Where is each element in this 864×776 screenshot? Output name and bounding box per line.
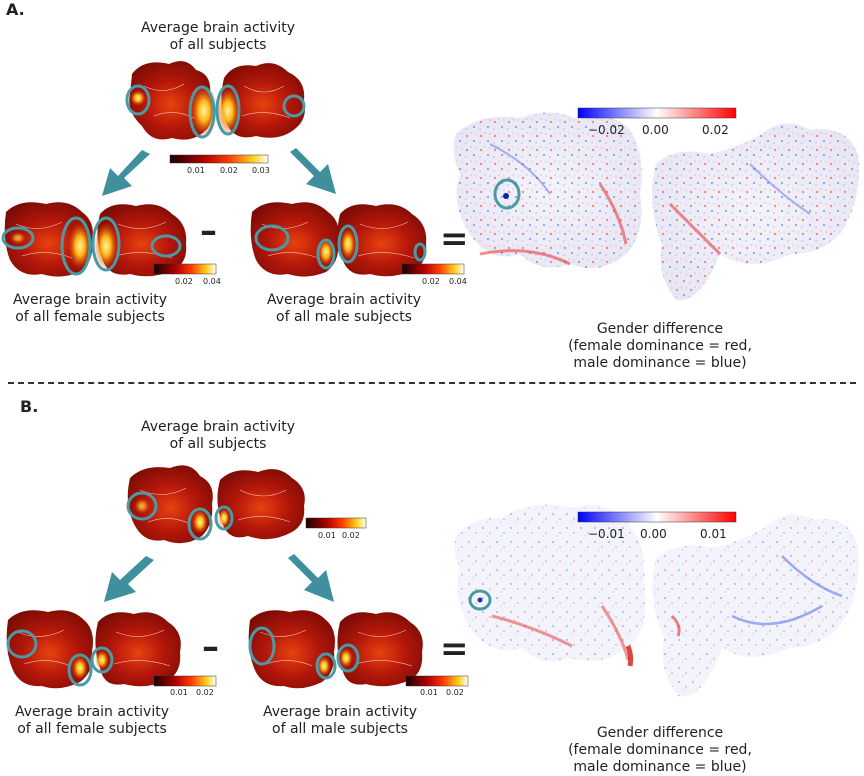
panel-b-female-tick-2: 0.02	[196, 688, 214, 697]
panel-b-arrow-right-icon	[288, 554, 334, 602]
panel-b-male-tick-1: 0.01	[420, 688, 438, 697]
panel-b-female-caption: Average brain activity of all female sub…	[15, 704, 169, 737]
panel-b-top-tick-2: 0.02	[342, 531, 360, 540]
panel-b-gender-difference-map	[454, 504, 859, 697]
panel-a-male-brain	[250, 202, 427, 277]
panel-a-male-tick-2: 0.04	[449, 277, 467, 286]
panel-b-female-colorbar	[153, 675, 217, 687]
panel-a-male-colorbar	[401, 263, 465, 275]
panel-b-top-caption: Average brain activity of all subjects	[141, 419, 295, 452]
panel-b-diff-tick-3: 0.01	[700, 527, 727, 541]
panel-a-diff-tick-2: 0.00	[642, 123, 669, 137]
panel-a-diff-tick-3: 0.02	[702, 123, 729, 137]
panel-b-male-colorbar	[405, 675, 469, 687]
panel-b-equals-operator: =	[440, 629, 469, 669]
panel-b-diff-tick-1: −0.01	[588, 527, 625, 541]
panel-b-arrow-left-icon	[104, 556, 154, 602]
panel-a-arrow-right-icon	[290, 148, 336, 194]
panel-a-top-tick-3: 0.03	[252, 166, 270, 175]
panel-a-female-colorbar	[153, 263, 217, 275]
panel-b-label: B.	[20, 397, 39, 416]
panel-a-male-caption: Average brain activity of all male subje…	[267, 292, 421, 325]
panel-b-all-subjects-brain	[126, 465, 305, 544]
panel-a-diff-tick-1: −0.02	[588, 123, 625, 137]
panel-b-male-brain	[248, 610, 423, 689]
panel-a-gender-difference-map	[453, 112, 859, 301]
panel-a-top-tick-2: 0.02	[220, 166, 238, 175]
panel-b-female-tick-1: 0.01	[170, 688, 188, 697]
panel-b-top-colorbar	[305, 517, 367, 529]
panel-a-arrow-left-icon	[102, 150, 150, 196]
panel-b-top-tick-1: 0.01	[318, 531, 336, 540]
panel-a-female-tick-2: 0.04	[203, 277, 221, 286]
panel-a-female-caption: Average brain activity of all female sub…	[13, 292, 167, 325]
panel-a-minus-operator: –	[200, 211, 217, 251]
panel-a-female-tick-1: 0.02	[175, 277, 193, 286]
panel-divider	[8, 382, 856, 384]
panel-b-diff-tick-2: 0.00	[640, 527, 667, 541]
panel-a-diff-colorbar	[577, 107, 737, 119]
panel-a-diff-caption: Gender difference (female dominance = re…	[568, 321, 752, 371]
panel-a-top-tick-1: 0.01	[187, 166, 205, 175]
panel-a-top-colorbar	[169, 154, 269, 164]
panel-b-diff-colorbar	[577, 511, 737, 523]
panel-b-diff-caption: Gender difference (female dominance = re…	[568, 725, 752, 775]
panel-a-male-tick-1: 0.02	[422, 277, 440, 286]
panel-a-female-brain	[1, 202, 187, 277]
panel-a-label: A.	[6, 0, 25, 19]
panel-b-male-tick-2: 0.02	[446, 688, 464, 697]
panel-b-minus-operator: –	[202, 627, 219, 667]
panel-b-female-brain	[6, 610, 181, 689]
panel-b-male-caption: Average brain activity of all male subje…	[263, 704, 417, 737]
panel-a-all-subjects-brain	[125, 61, 306, 140]
panel-a-equals-operator: =	[440, 219, 469, 259]
panel-a-top-caption: Average brain activity of all subjects	[141, 20, 295, 53]
